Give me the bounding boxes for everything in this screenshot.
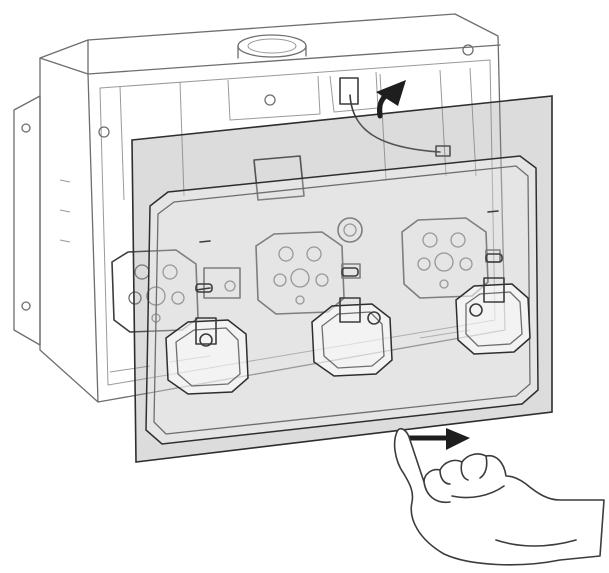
arrow-pull-out: [401, 428, 470, 450]
right-outlet: [401, 217, 501, 299]
cable-entry-sides: [237, 45, 307, 59]
arrow-up: [376, 80, 406, 119]
ear-screw-hole-bottom: [21, 301, 31, 311]
box-body: [39, 13, 506, 403]
hand: [393, 427, 605, 566]
panel-slot-center: [341, 267, 359, 277]
box-top-rim: [39, 44, 501, 75]
transparent-cover-panel: [131, 95, 553, 463]
box-ribs: [119, 75, 321, 201]
panel-cutout-left: [165, 317, 249, 395]
box-latch: [339, 77, 359, 105]
box-screw-left: [98, 126, 110, 138]
connector-wire: [349, 94, 441, 153]
ear-screw-hole-top: [21, 123, 31, 133]
panel-cutout-center: [311, 297, 393, 377]
panel-slot-right: [485, 253, 503, 263]
box-side-ticks: [59, 179, 71, 243]
outlets-layer: [111, 155, 501, 333]
box-left-ear: [13, 95, 41, 346]
cable-entry-inner: [247, 38, 297, 54]
mounting-box: [13, 13, 506, 403]
panel-slot-left: [195, 283, 213, 293]
box-front-edge-left: [87, 73, 99, 403]
box-screw-top-right: [462, 44, 474, 56]
wire-plug: [435, 145, 451, 157]
box-screw-top: [264, 94, 276, 106]
box-rib-slot: [329, 71, 379, 113]
panel-frame-bevel: [153, 165, 531, 435]
panel-slot-marks: [195, 210, 499, 291]
panel-cutout-right: [455, 277, 531, 355]
